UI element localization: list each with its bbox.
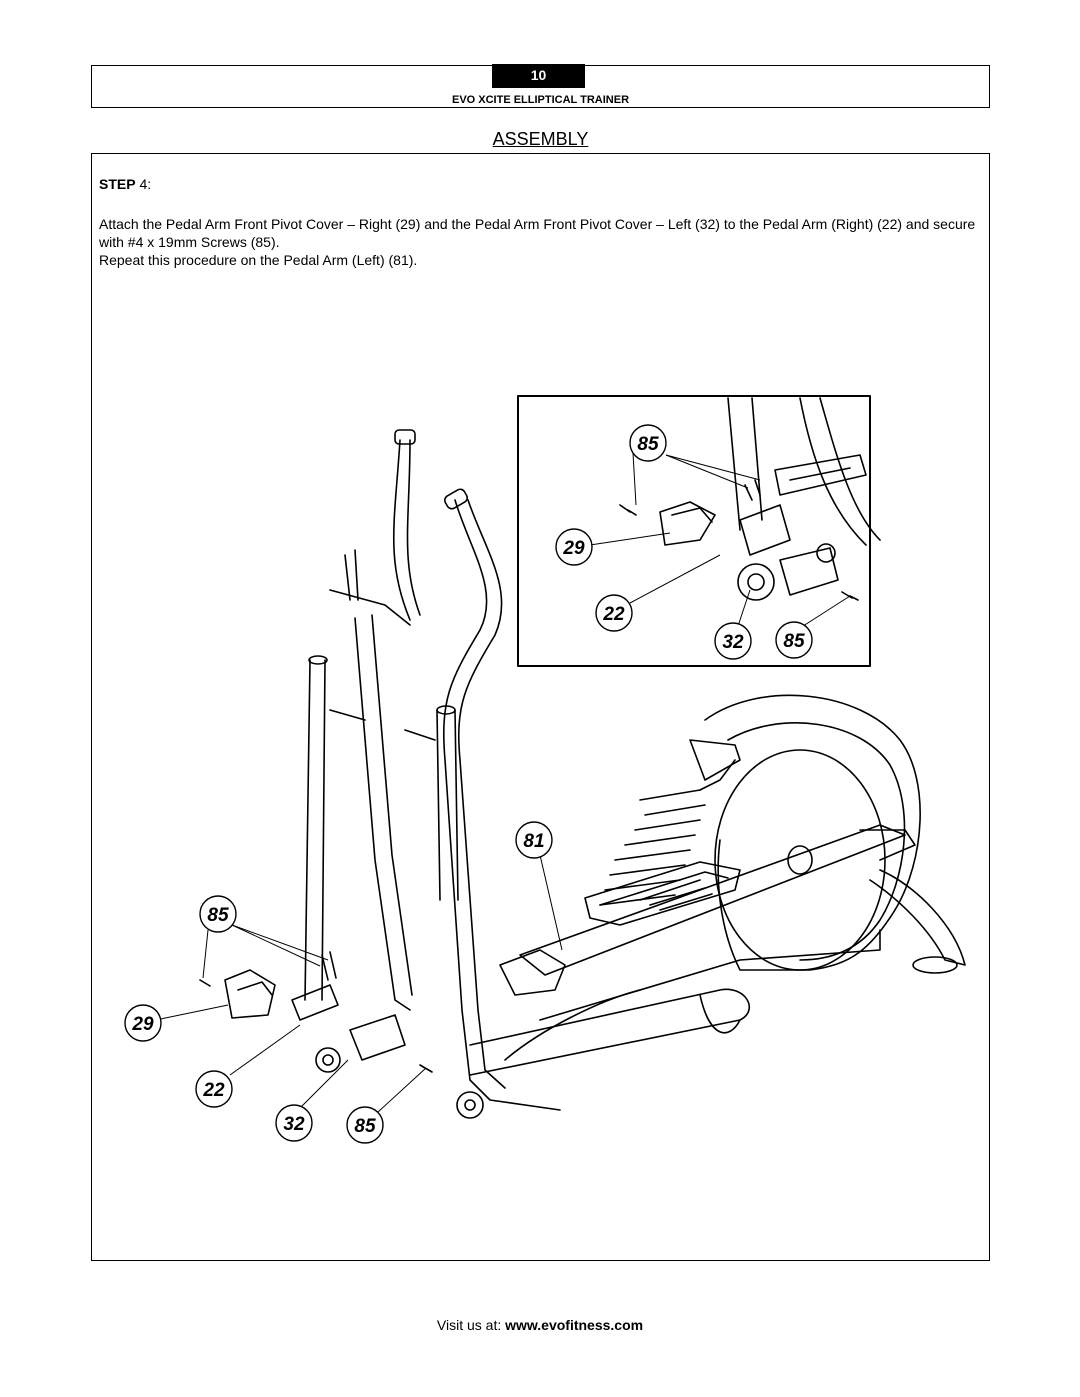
document-title: EVO XCITE ELLIPTICAL TRAINER bbox=[451, 94, 630, 106]
callout-inset-32: 32 bbox=[714, 622, 752, 660]
instructions: Attach the Pedal Arm Front Pivot Cover –… bbox=[99, 215, 985, 269]
svg-text:22: 22 bbox=[202, 1080, 225, 1101]
detail-inset-frame bbox=[517, 395, 871, 667]
footer: Visit us at: www.evofitness.com bbox=[0, 1317, 1080, 1333]
callout-inset-85-top: 85 bbox=[629, 424, 667, 462]
footer-url-link[interactable]: www.evofitness.com bbox=[505, 1317, 644, 1333]
callout-main-29: 29 bbox=[124, 1004, 162, 1042]
callout-inset-85-bottom: 85 bbox=[775, 621, 813, 659]
instruction-line-2: Repeat this procedure on the Pedal Arm (… bbox=[99, 252, 418, 268]
svg-text:85: 85 bbox=[207, 905, 229, 926]
svg-text:81: 81 bbox=[523, 831, 544, 852]
step-heading: STEP 4: bbox=[99, 176, 151, 192]
svg-text:29: 29 bbox=[131, 1014, 154, 1035]
callouts: 85 29 22 32 85 81 85 29 22 32 85 bbox=[124, 424, 813, 1144]
step-number: 4 bbox=[139, 176, 148, 192]
content-frame bbox=[91, 153, 990, 1261]
callout-inset-29: 29 bbox=[555, 528, 593, 566]
svg-text:29: 29 bbox=[562, 538, 585, 559]
step-label: STEP bbox=[99, 176, 136, 192]
callout-inset-22: 22 bbox=[595, 594, 633, 632]
step-suffix: : bbox=[147, 176, 152, 192]
section-title: ASSEMBLY bbox=[492, 129, 589, 149]
svg-text:32: 32 bbox=[722, 632, 744, 653]
svg-text:85: 85 bbox=[783, 631, 805, 652]
instruction-line-1: Attach the Pedal Arm Front Pivot Cover –… bbox=[99, 216, 976, 250]
svg-text:85: 85 bbox=[354, 1116, 376, 1137]
leader-lines bbox=[145, 452, 851, 1113]
callout-main-22: 22 bbox=[195, 1070, 233, 1108]
svg-text:22: 22 bbox=[602, 604, 625, 625]
elliptical-trainer-drawing bbox=[199, 395, 966, 1119]
callout-main-81: 81 bbox=[515, 821, 553, 859]
page-number: 10 bbox=[492, 64, 585, 88]
svg-text:32: 32 bbox=[283, 1114, 305, 1135]
callout-main-85-top: 85 bbox=[199, 895, 237, 933]
svg-text:85: 85 bbox=[637, 434, 659, 455]
callout-main-32: 32 bbox=[275, 1104, 313, 1142]
callout-main-85-bottom: 85 bbox=[346, 1106, 384, 1144]
footer-prefix: Visit us at: bbox=[436, 1317, 506, 1333]
